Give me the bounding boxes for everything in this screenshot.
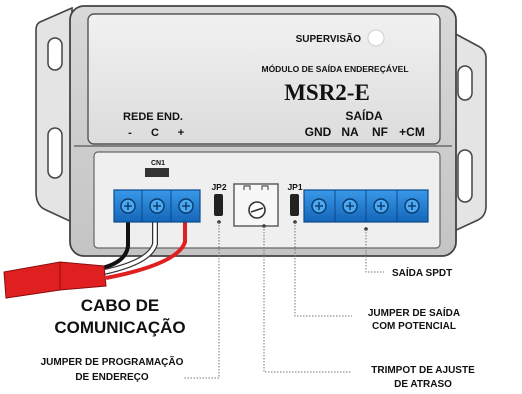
trimpot — [233, 183, 279, 227]
cn1-connector — [145, 168, 169, 177]
output-terminal-block — [303, 189, 429, 223]
jumper-jp2-label: JP2 — [211, 182, 226, 192]
mounting-hole-icon — [457, 149, 473, 203]
enclosure-lid — [87, 13, 441, 145]
connector-label: CN1 — [151, 160, 165, 167]
network-pin-c: C — [151, 127, 159, 139]
trimpot-icon — [248, 201, 266, 219]
jumper-output-callout-line2: COM POTENCIAL — [372, 321, 456, 332]
network-pin-plus: + — [178, 127, 184, 139]
network-title: REDE END. — [123, 111, 183, 123]
left-mounting-flange — [35, 6, 73, 224]
jumper-prog-callout-line2: DE ENDEREÇO — [75, 372, 149, 383]
spdt-callout: SAÍDA SPDT — [392, 266, 452, 279]
screw-terminal-icon — [149, 198, 165, 214]
screw-terminal-icon — [311, 198, 327, 214]
cable-callout-line1: CABO DE — [81, 296, 159, 315]
screw-terminal-icon — [342, 198, 358, 214]
trimpot-callout-line2: DE ATRASO — [394, 379, 452, 390]
output-pin-gnd: GND — [305, 125, 332, 139]
jumper-jp1-label: JP1 — [287, 182, 302, 192]
jumper-jp1 — [290, 194, 299, 216]
jumper-jp2 — [214, 194, 223, 216]
communication-cable — [3, 220, 187, 299]
network-pin-minus: - — [128, 127, 132, 139]
screw-terminal-icon — [404, 198, 420, 214]
screw-terminal-icon — [178, 198, 194, 214]
jumper-prog-callout-line1: JUMPER DE PROGRAMAÇÃO — [41, 355, 184, 368]
supervision-label: SUPERVISÃO — [296, 32, 362, 45]
mounting-hole-icon — [47, 37, 63, 71]
output-pin-na: NA — [341, 125, 359, 139]
trimpot-callout-line1: TRIMPOT DE AJUSTE — [371, 365, 475, 376]
module-subtitle: MÓDULO DE SAÍDA ENDEREÇÁVEL — [261, 63, 408, 74]
screw-terminal-icon — [373, 198, 389, 214]
supervision-led-icon — [367, 29, 385, 47]
output-pin-cm: +CM — [399, 125, 425, 139]
jumper-output-callout-line1: JUMPER DE SAÍDA — [368, 306, 460, 319]
cable-callout-line2: COMUNICAÇÃO — [54, 317, 185, 337]
jumper-icon — [290, 194, 299, 216]
model-name: MSR2-E — [284, 80, 370, 105]
right-mounting-flange — [451, 30, 487, 234]
network-terminal-block — [113, 189, 201, 223]
mounting-hole-icon — [47, 127, 63, 179]
leader-lines — [184, 220, 384, 379]
output-title: SAÍDA — [345, 108, 383, 123]
jumper-icon — [214, 194, 223, 216]
screw-terminal-icon — [120, 198, 136, 214]
mounting-hole-icon — [457, 65, 473, 101]
output-pin-nf: NF — [372, 125, 388, 139]
